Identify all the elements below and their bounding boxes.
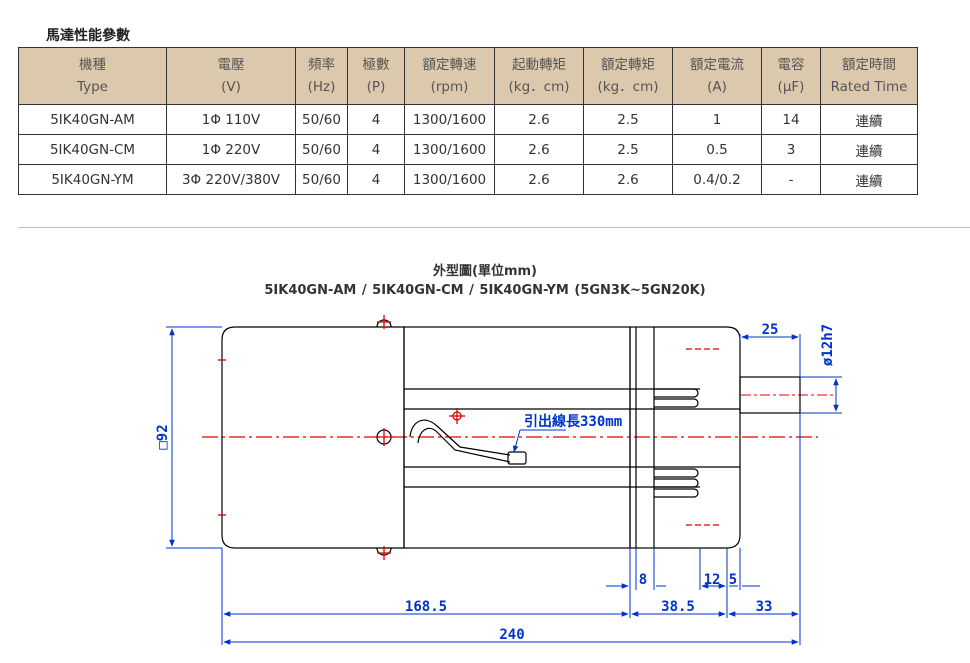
- dim-38-5: 38.5: [661, 599, 695, 615]
- table-cell: 連續: [820, 134, 918, 165]
- table-cell: 4: [347, 134, 405, 165]
- dim-5: 5: [729, 572, 737, 588]
- table-cell: 2.6: [494, 104, 584, 135]
- header-label-en: (kg．cm): [508, 79, 570, 95]
- table-cell: 50/60: [295, 164, 348, 195]
- header-label-zh: 極數: [362, 57, 390, 73]
- table-cell: 1300/1600: [404, 104, 495, 135]
- section-title: 馬達性能參數: [46, 28, 130, 44]
- header-label-en: (rpm): [430, 79, 469, 95]
- header-label-zh: 額定轉矩: [601, 57, 655, 73]
- header-label-en: (μF): [777, 79, 805, 95]
- table-cell: 3Φ 220V/380V: [166, 164, 296, 195]
- header-label-zh: 機種: [79, 57, 106, 73]
- drawing-title: 外型圖(單位mm): [433, 264, 537, 279]
- table-cell: 1Φ 220V: [166, 134, 296, 165]
- header-label-zh: 起動轉矩: [512, 57, 566, 73]
- column-header: 起動轉矩 (kg．cm): [494, 47, 584, 105]
- header-label-en: Rated Time: [830, 79, 908, 95]
- motor-outline-drawing: □92 25 ø12h7 8 12 5 168.5 38.5 33 240 引出…: [155, 315, 842, 645]
- table-cell: 5IK40GN-YM: [18, 164, 167, 195]
- drawing-subtitle: 5IK40GN-AM / 5IK40GN-CM / 5IK40GN-YM (5G…: [264, 283, 706, 298]
- table-cell: 5IK40GN-CM: [18, 134, 167, 165]
- column-header: 額定轉矩 (kg．cm): [583, 47, 673, 105]
- table-cell: 3: [761, 134, 821, 165]
- column-header: 額定電流 (A): [672, 47, 762, 105]
- table-cell: 50/60: [295, 134, 348, 165]
- header-label-zh: 額定時間: [842, 57, 896, 73]
- motor-spec-table: 機種 Type 電壓 (V) 頻率 (Hz) 極數 (P) 額定轉速 (rpm) 起動轉矩 (kg．c…: [18, 47, 918, 195]
- column-header: 頻率 (Hz): [295, 47, 348, 105]
- divider: [18, 227, 970, 228]
- table-cell: -: [761, 164, 821, 195]
- table-cell: 0.5: [672, 134, 762, 165]
- table-cell: 2.6: [494, 134, 584, 165]
- table-header: 機種 Type 電壓 (V) 頻率 (Hz) 極數 (P) 額定轉速 (rpm) 起動轉矩 (kg．c…: [18, 47, 918, 105]
- column-header: 電壓 (V): [166, 47, 296, 105]
- dim-33: 33: [756, 599, 773, 615]
- dim-25: 25: [762, 322, 779, 338]
- dim-shaft-diameter: ø12h7: [820, 324, 836, 366]
- table-cell: 4: [347, 104, 405, 135]
- table-cell: 2.6: [494, 164, 584, 195]
- table-cell: 0.4/0.2: [672, 164, 762, 195]
- header-label-en: Type: [76, 79, 108, 95]
- table-cell: 2.5: [583, 104, 673, 135]
- table-cell: 5IK40GN-AM: [18, 104, 167, 135]
- dim-168-5: 168.5: [405, 599, 447, 615]
- header-label-zh: 額定轉速: [422, 57, 477, 73]
- table-cell: 連續: [820, 104, 918, 135]
- dim-240: 240: [499, 627, 524, 643]
- table-cell: 14: [761, 104, 821, 135]
- table-cell: 1Φ 110V: [166, 104, 296, 135]
- dim-square-92: □92: [155, 424, 171, 449]
- column-header: 額定時間 Rated Time: [820, 47, 918, 105]
- motor-body: [221, 319, 801, 556]
- header-label-zh: 電容: [777, 57, 805, 73]
- table-cell: 4: [347, 164, 405, 195]
- dimension-lines: [166, 326, 842, 645]
- dim-8: 8: [639, 572, 647, 588]
- table-cell: 50/60: [295, 104, 348, 135]
- header-label-en: (V): [221, 79, 241, 95]
- header-label-zh: 電壓: [217, 57, 245, 73]
- column-header: 極數 (P): [347, 47, 405, 105]
- column-header: 額定轉速 (rpm): [404, 47, 495, 105]
- column-header: 機種 Type: [18, 47, 167, 105]
- table-cell: 1300/1600: [404, 134, 495, 165]
- lead-length-label: 引出線長330mm: [524, 413, 622, 430]
- reference-marks: [218, 315, 720, 560]
- header-label-zh: 額定電流: [690, 57, 744, 73]
- table-cell: 1300/1600: [404, 164, 495, 195]
- table-cell: 1: [672, 104, 762, 135]
- header-label-en: (A): [707, 79, 727, 95]
- table-cell: 2.5: [583, 134, 673, 165]
- header-label-en: (P): [366, 79, 386, 95]
- dim-12: 12: [704, 572, 721, 588]
- table-cell: 2.6: [583, 164, 673, 195]
- header-label-en: (Hz): [307, 79, 336, 95]
- header-label-zh: 頻率: [308, 57, 335, 73]
- column-header: 電容 (μF): [761, 47, 821, 105]
- header-label-en: (kg．cm): [597, 79, 659, 95]
- table-cell: 連續: [820, 164, 918, 195]
